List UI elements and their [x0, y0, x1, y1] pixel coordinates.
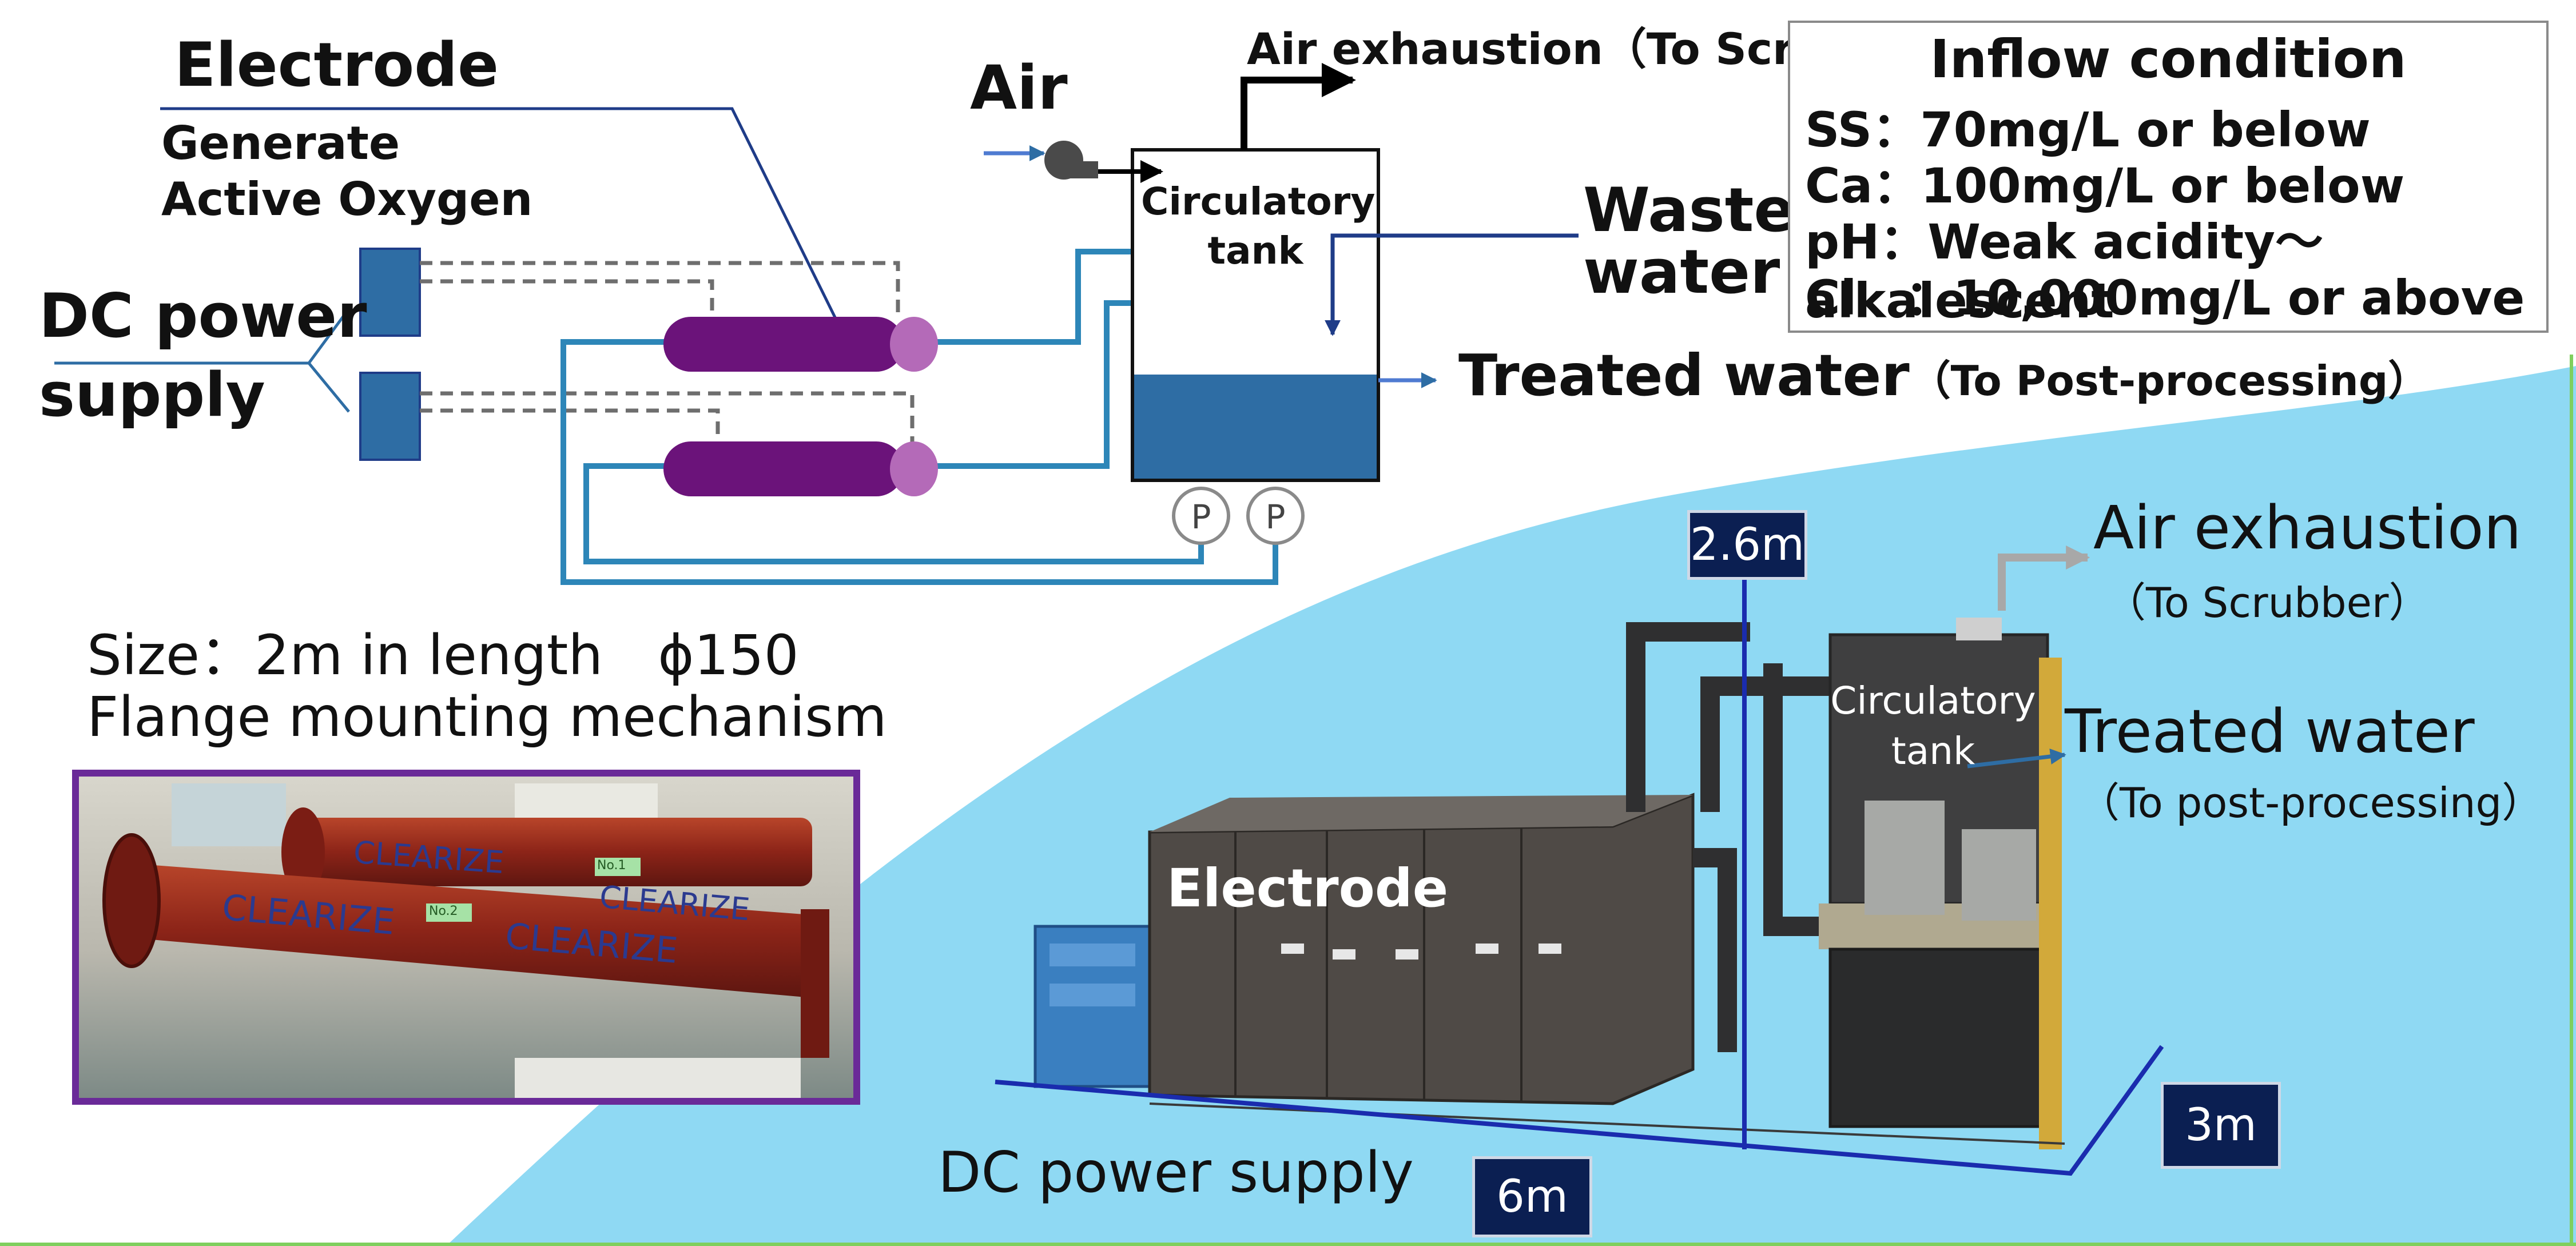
dim-length-value: 6m	[1496, 1171, 1568, 1223]
dim-length-box: 6m	[1472, 1156, 1592, 1237]
treated-sub: （To Post-processing）	[1909, 357, 2430, 405]
electrode-desc-line2: Active Oxygen	[161, 173, 533, 226]
electrode-photo	[79, 777, 853, 1098]
photo-air-exhaustion: Air exhaustion	[2093, 493, 2522, 563]
brand-text-front: CLEARIZE	[220, 886, 397, 944]
electrode-description: Generate Active Oxygen	[161, 116, 533, 228]
electrode-title: Electrode	[174, 30, 499, 100]
tank-line2: tank	[1207, 229, 1303, 273]
electrode-leader-line	[160, 107, 837, 319]
electrode-size-text: Size：2m in length ϕ150	[87, 623, 799, 687]
brand-text-back: CLEARIZE	[352, 834, 506, 881]
dim-line-base	[995, 1045, 2164, 1176]
waste-line1: Waste	[1583, 175, 1795, 245]
treated-water-label: Treated water（To Post-processing）	[1458, 342, 2429, 409]
brand-text-front-2: CLEARIZE	[503, 914, 680, 972]
inflow-row-cl: Cl ：10,000mg/L or above	[1805, 270, 2525, 326]
pump-2	[1246, 487, 1305, 545]
inflow-row-ss: SS：70mg/L or below	[1805, 102, 2371, 158]
photo-air-exhaustion-sub: （To Scrubber）	[2105, 579, 2430, 627]
dc-box-top	[359, 248, 421, 337]
dc-power-line1: DC power	[39, 281, 367, 351]
photo-dc-power-supply: DC power supply	[938, 1140, 1414, 1205]
dim-width-box: 3m	[2161, 1082, 2281, 1169]
tank-label: Circulatory tank	[1141, 177, 1376, 276]
photo-tank-line1: Circulatory	[1830, 679, 2036, 723]
pump-1-label: P	[1191, 497, 1211, 536]
dc-power-supply-label: DC power supply	[39, 277, 367, 435]
pump-1	[1172, 487, 1230, 545]
dc-wires	[420, 261, 915, 445]
electrode-schematic-top	[663, 317, 938, 372]
exhaust-arrow	[1241, 63, 1356, 150]
air-label: Air	[970, 53, 1068, 123]
equipment-photo	[1033, 618, 2065, 1149]
electrode-desc-line1: Generate	[161, 117, 400, 170]
dc-power-line2: supply	[39, 360, 265, 430]
tank-water	[1134, 375, 1377, 479]
photo-treated-water-sub: （To post-processing）	[2078, 779, 2543, 827]
photo-exhaust-arrow	[1998, 546, 2090, 611]
inflow-title: Inflow condition	[1930, 29, 2407, 90]
electrode-photo-frame: CLEARIZE CLEARIZE CLEARIZE CLEARIZE No.1…	[72, 770, 860, 1105]
dc-box-bottom	[359, 372, 421, 461]
inflow-row-ph: pH：Weak acidity～alkalescent	[1805, 214, 2323, 329]
dim-height-box: 2.6m	[1687, 510, 1807, 580]
air-blower-outlet	[1064, 161, 1098, 178]
photo-electrode-label: Electrode	[1167, 858, 1449, 919]
dc-leader-branch	[308, 362, 350, 413]
waste-line2: water	[1583, 237, 1780, 307]
waste-water-label: Waste water	[1583, 180, 1795, 303]
tank-line1: Circulatory	[1141, 180, 1376, 224]
photo-treated-arrow	[1967, 749, 2066, 769]
electrode-schematic-bottom	[663, 441, 938, 496]
brand-text-back-2: CLEARIZE	[598, 878, 752, 928]
flange-mount-text: Flange mounting mechanism	[87, 685, 887, 749]
treated-main: Treated water	[1458, 342, 1910, 409]
inflow-row-ca: Ca：100mg/L or below	[1805, 158, 2405, 214]
tag-no2: No.2	[429, 904, 458, 918]
photo-treated-water: Treated water	[2065, 696, 2475, 766]
photo-tank-line2: tank	[1891, 729, 1975, 773]
inflow-condition-box: Inflow condition SS：70mg/L or below Ca：1…	[1788, 21, 2549, 333]
waste-water-arrow	[1325, 233, 1579, 336]
tag-no1: No.1	[597, 858, 626, 873]
dim-height-value: 2.6m	[1689, 519, 1805, 571]
dim-width-value: 3m	[2185, 1100, 2257, 1151]
photo-tank-label: Circulatory tank	[1824, 676, 2042, 777]
pump-2-label: P	[1265, 497, 1286, 536]
